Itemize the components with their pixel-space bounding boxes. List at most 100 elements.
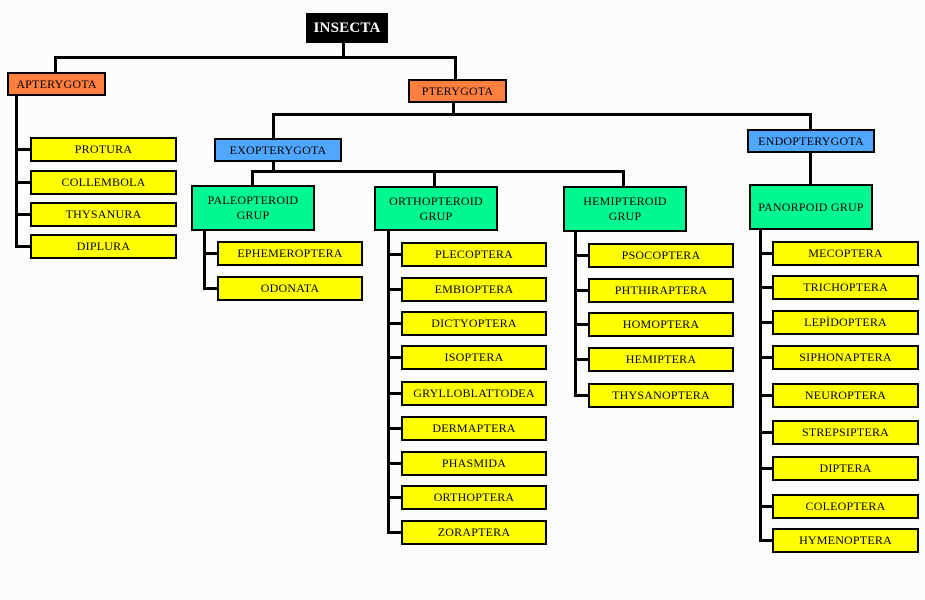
node-pterygota-label: PTERYGOTA xyxy=(421,83,494,98)
node-pterygota: PTERYGOTA xyxy=(408,79,507,103)
node-order-strepsiptera-label: STREPSIPTERA xyxy=(801,425,890,439)
connector-to-group xyxy=(251,170,254,186)
node-order-dermaptera: DERMAPTERA xyxy=(401,416,547,441)
connector-branch xyxy=(759,286,772,289)
node-order-phasmida-label: PHASMIDA xyxy=(441,456,507,470)
node-order-siphonaptera-label: SIPHONAPTERA xyxy=(799,350,892,364)
node-order-thysanura: THYSANURA xyxy=(30,202,177,227)
node-order-embioptera: EMBIOPTERA xyxy=(401,277,547,302)
node-group-panorpoid-grup: PANORPOID GRUP xyxy=(749,184,873,230)
connector-branch xyxy=(574,289,588,292)
node-order-homoptera-label: HOMOPTERA xyxy=(622,317,700,331)
node-order-orthoptera: ORTHOPTERA xyxy=(401,485,547,510)
node-group-orthopteroid-grup: ORTHOPTEROID GRUP xyxy=(374,186,498,231)
node-insecta-label: INSECTA xyxy=(313,19,381,36)
node-order-psocoptera-label: PSOCOPTERA xyxy=(621,248,701,262)
node-order-embioptera-label: EMBIOPTERA xyxy=(434,282,514,296)
connector-group-trunk xyxy=(203,231,206,290)
connector-branch xyxy=(759,252,772,255)
node-order-odonata: ODONATA xyxy=(217,276,363,301)
connector-branch xyxy=(759,356,772,359)
connector-branch xyxy=(387,253,401,256)
node-apterygota: APTERYGOTA xyxy=(7,72,106,96)
node-order-coleoptera: COLEOPTERA xyxy=(772,494,919,519)
node-order-protura: PROTURA xyxy=(30,137,177,162)
connector-branch xyxy=(574,323,588,326)
node-order-ephemeroptera: EPHEMEROPTERA xyxy=(217,241,363,266)
node-order-coleoptera-label: COLEOPTERA xyxy=(805,499,886,513)
connector-pterygota-down xyxy=(452,103,455,115)
node-order-orthoptera-label: ORTHOPTERA xyxy=(433,490,515,504)
node-order-thysanura-label: THYSANURA xyxy=(65,207,142,221)
node-group-paleopteroid-grup: PALEOPTEROID GRUP xyxy=(191,185,315,231)
node-order-grylloblattodea-label: GRYLLOBLATTODEA xyxy=(413,386,535,400)
connector-to-endopterygota xyxy=(809,113,812,129)
node-order-isoptera: ISOPTERA xyxy=(401,345,547,370)
node-order-collembola: COLLEMBOLA xyxy=(30,170,177,195)
connector-to-exopterygota xyxy=(272,113,275,139)
connector-branch xyxy=(759,321,772,324)
node-order-thysanoptera: THYSANOPTERA xyxy=(588,383,734,408)
node-apterygota-label: APTERYGOTA xyxy=(16,76,97,91)
node-order-trichoptera: TRICHOPTERA xyxy=(772,275,919,300)
node-order-hymenoptera: HYMENOPTERA xyxy=(772,528,919,553)
node-order-diptera-label: DIPTERA xyxy=(819,461,872,475)
connector-to-group xyxy=(433,170,436,187)
connector-apterygota-trunk xyxy=(15,96,18,248)
node-order-dermaptera-label: DERMAPTERA xyxy=(432,421,516,435)
node-order-hymenoptera-label: HYMENOPTERA xyxy=(799,533,892,547)
node-order-psocoptera: PSOCOPTERA xyxy=(588,243,734,268)
node-order-neuroptera: NEUROPTERA xyxy=(772,383,919,408)
connector-root-bar xyxy=(54,56,457,59)
node-order-collembola-label: COLLEMBOLA xyxy=(61,175,146,189)
connector-group-trunk xyxy=(574,232,577,397)
connector-branch xyxy=(759,431,772,434)
node-order-mecoptera-label: MECOPTERA xyxy=(808,246,883,260)
node-exopterygota: EXOPTERYGOTA xyxy=(214,138,342,162)
node-group-paleopteroid-grup-label: PALEOPTEROID GRUP xyxy=(207,193,299,222)
node-order-grylloblattodea: GRYLLOBLATTODEA xyxy=(401,381,547,406)
node-group-panorpoid-grup-label: PANORPOID GRUP xyxy=(758,199,864,214)
node-order-lepi-doptera: LEPİDOPTERA xyxy=(772,310,919,335)
connector-branch xyxy=(203,287,217,290)
connector-exopterygota-bar xyxy=(251,170,625,173)
node-order-isoptera-label: ISOPTERA xyxy=(444,350,504,364)
connector-branch xyxy=(759,394,772,397)
connector-group-trunk xyxy=(759,230,762,542)
node-order-plecoptera: PLECOPTERA xyxy=(401,242,547,267)
node-order-thysanoptera-label: THYSANOPTERA xyxy=(612,388,710,402)
node-order-trichoptera-label: TRICHOPTERA xyxy=(803,280,888,294)
node-order-phthiraptera-label: PHTHIRAPTERA xyxy=(614,283,708,297)
node-order-diptera: DIPTERA xyxy=(772,456,919,481)
node-order-phasmida: PHASMIDA xyxy=(401,451,547,476)
connector-branch xyxy=(15,181,32,184)
node-order-dictyoptera: DICTYOPTERA xyxy=(401,311,547,336)
connector-branch xyxy=(574,254,588,257)
node-order-diplura: DIPLURA xyxy=(30,234,177,259)
connector-endopterygota-down xyxy=(809,153,812,185)
connector-branch xyxy=(759,467,772,470)
connector-to-pterygota xyxy=(454,56,457,80)
node-order-plecoptera-label: PLECOPTERA xyxy=(434,247,513,261)
node-group-hemipteroid-grup-label: HEMIPTEROID GRUP xyxy=(583,194,667,223)
connector-branch xyxy=(15,148,32,151)
connector-branch xyxy=(15,213,32,216)
node-order-strepsiptera: STREPSIPTERA xyxy=(772,420,919,445)
connector-pterygota-bar xyxy=(272,113,812,116)
node-order-diplura-label: DIPLURA xyxy=(76,239,131,253)
connector-branch xyxy=(387,356,401,359)
node-order-ephemeroptera-label: EPHEMEROPTERA xyxy=(237,246,343,260)
connector-branch xyxy=(15,245,32,248)
connector-exopterygota-down xyxy=(272,162,275,172)
connector-branch xyxy=(387,392,401,395)
connector-branch xyxy=(203,252,217,255)
connector-root-down xyxy=(342,43,345,58)
node-order-neuroptera-label: NEUROPTERA xyxy=(804,388,887,402)
connector-branch xyxy=(387,322,401,325)
connector-branch xyxy=(574,358,588,361)
connector-group-trunk xyxy=(387,231,390,534)
connector-branch xyxy=(387,462,401,465)
node-order-protura-label: PROTURA xyxy=(74,142,133,156)
node-insecta: INSECTA xyxy=(306,13,388,43)
